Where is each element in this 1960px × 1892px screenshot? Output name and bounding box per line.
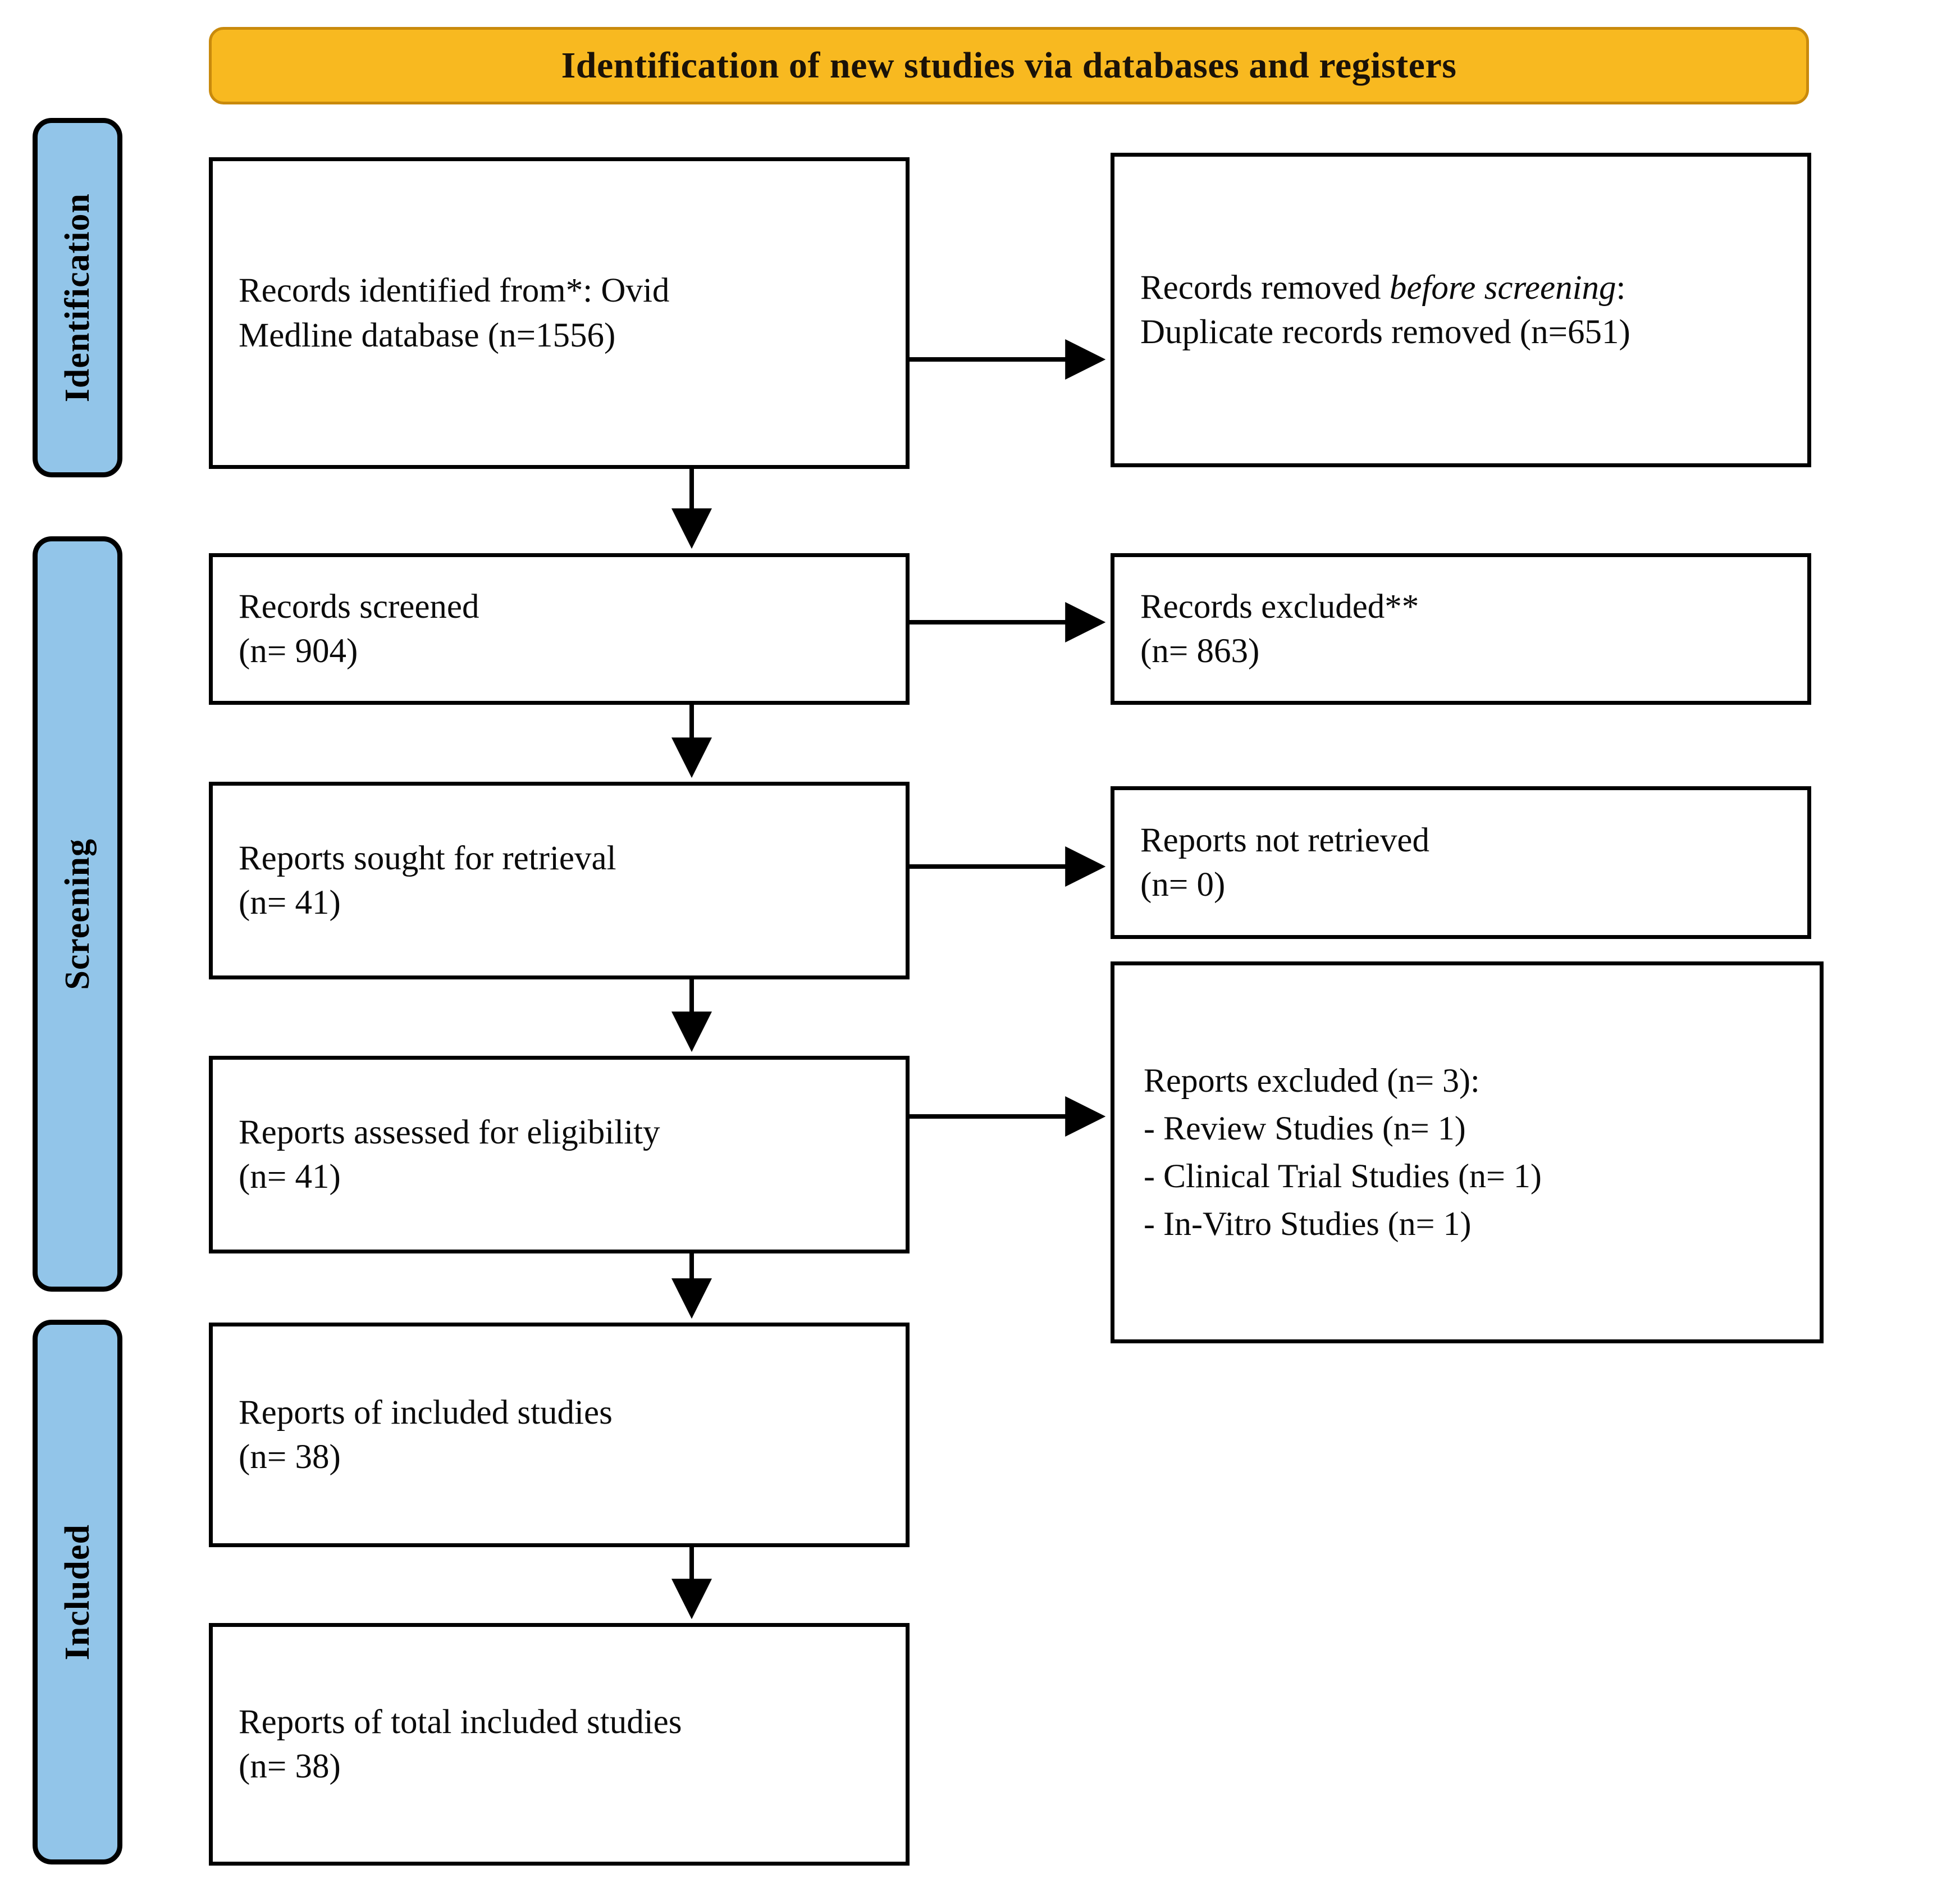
stage-label-included: Included [33,1320,122,1864]
box-records-removed-line2: Duplicate records removed (n=651) [1140,313,1630,351]
box-reports-assessed-for-eligibility: Reports assessed for eligibility (n= 41) [209,1056,910,1253]
box-total-included-line1: Reports of total included studies [239,1703,682,1741]
box-reports-excluded-with-reasons: Reports excluded (n= 3): - Review Studie… [1111,961,1824,1343]
box-records-removed-line1-suffix: : [1616,268,1626,307]
box-records-screened: Records screened (n= 904) [209,553,910,705]
box-records-removed: Records removed before screening: Duplic… [1111,153,1811,467]
box-reports-excluded-reason-2: - Clinical Trial Studies (n= 1) [1144,1157,1542,1195]
box-records-excluded-line1: Records excluded** [1140,587,1419,626]
stage-label-identification-text: Identification [58,193,97,403]
box-records-excluded-line2: (n= 863) [1140,632,1260,670]
box-reports-not-retrieved-line2: (n= 0) [1140,866,1226,904]
box-reports-sought-line2: (n= 41) [239,884,341,922]
box-reports-excluded-reason-1: - Review Studies (n= 1) [1144,1109,1466,1147]
box-records-identified-line1: Records identified from*: Ovid [239,272,670,310]
stage-label-screening-text: Screening [58,838,97,990]
stage-label-screening: Screening [33,536,122,1292]
box-records-screened-line2: (n= 904) [239,632,358,670]
box-records-excluded: Records excluded** (n= 863) [1111,553,1811,705]
box-included-line2: (n= 38) [239,1438,341,1476]
box-reports-of-included-studies: Reports of included studies (n= 38) [209,1323,910,1547]
diagram-title: Identification of new studies via databa… [561,45,1457,86]
stage-label-identification: Identification [33,118,122,477]
box-records-removed-line1-prefix: Records removed [1140,268,1390,307]
box-reports-of-total-included-studies: Reports of total included studies (n= 38… [209,1623,910,1866]
box-reports-not-retrieved: Reports not retrieved (n= 0) [1111,786,1811,939]
stage-label-included-text: Included [58,1524,97,1661]
box-reports-sought-for-retrieval: Reports sought for retrieval (n= 41) [209,782,910,979]
box-reports-excluded-reason-3: - In-Vitro Studies (n= 1) [1144,1205,1472,1243]
box-records-removed-line1-italic: before screening [1389,268,1616,307]
box-records-identified-line2: Medline database (n=1556) [239,316,616,354]
box-reports-assessed-line2: (n= 41) [239,1158,341,1196]
box-total-included-line2: (n= 38) [239,1748,341,1785]
box-records-screened-line1: Records screened [239,587,479,626]
box-included-line1: Reports of included studies [239,1393,613,1431]
box-reports-not-retrieved-line1: Reports not retrieved [1140,821,1429,859]
box-reports-excluded-line1: Reports excluded (n= 3): [1144,1061,1480,1099]
box-records-removed-line1: Records removed before screening: [1140,266,1781,310]
box-reports-sought-line1: Reports sought for retrieval [239,839,616,877]
box-reports-assessed-line1: Reports assessed for eligibility [239,1113,660,1151]
box-records-identified: Records identified from*: Ovid Medline d… [209,157,910,469]
diagram-header-banner: Identification of new studies via databa… [209,27,1809,104]
